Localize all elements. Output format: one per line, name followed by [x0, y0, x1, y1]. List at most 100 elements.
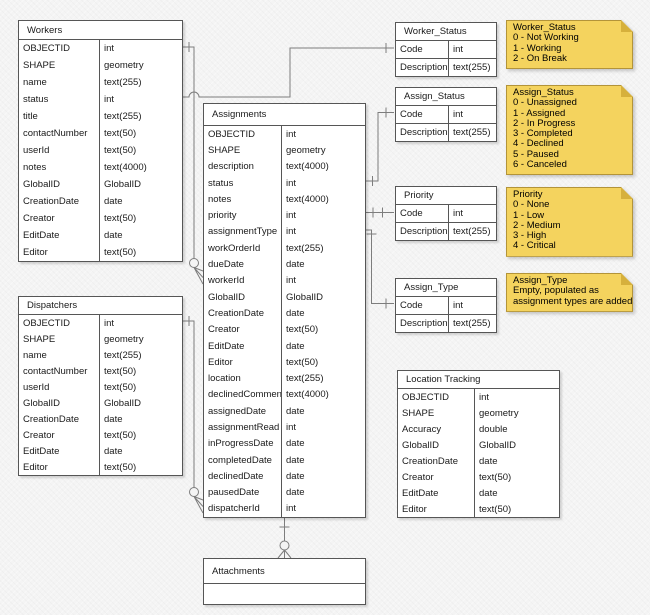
field-type: text(50) — [99, 363, 182, 379]
field-name: Code — [400, 300, 423, 311]
field-name: Code — [400, 109, 423, 120]
table-row: Creator text(50) — [19, 427, 182, 443]
note-fold-corner — [621, 187, 633, 199]
note-line: 2 - Medium — [513, 219, 561, 231]
table-rows: Code int Description text(255) — [396, 106, 496, 141]
field-type: int — [99, 40, 182, 57]
table-row: name text(255) — [19, 347, 182, 363]
table-row: Editor text(50) — [398, 501, 559, 517]
field-type: date — [99, 193, 182, 210]
note-line: 4 - Critical — [513, 240, 556, 252]
table-row: status int — [204, 174, 365, 192]
field-name: pausedDate — [208, 487, 260, 499]
note-line: 6 - Canceled — [513, 159, 567, 171]
table-row: workOrderId text(255) — [204, 240, 365, 257]
table-row: workerId int — [204, 272, 365, 289]
table-row: Code int — [396, 205, 496, 222]
field-name: contactNumber — [23, 128, 88, 139]
table-row: title text(255) — [19, 108, 182, 125]
note-title: Priority — [513, 189, 543, 200]
field-name: Editor — [402, 503, 427, 515]
field-type: date — [99, 227, 182, 244]
table-row: location text(255) — [204, 370, 365, 387]
table-row: GlobalID GlobalID — [19, 395, 182, 411]
note-line: assignment types are added — [513, 295, 633, 307]
field-name: name — [23, 349, 47, 361]
table-row: GlobalID GlobalID — [398, 437, 559, 453]
table-row: GlobalID GlobalID — [204, 288, 365, 306]
table-title: Assign_Type — [396, 279, 496, 297]
table-row: Creator text(50) — [19, 210, 182, 227]
table-row: Editor text(50) — [204, 354, 365, 371]
entity-assignments[interactable]: Assignments OBJECTID int SHAPE geometry … — [203, 103, 366, 519]
entity-attachments[interactable]: Attachments — [203, 558, 366, 605]
field-name: dispatcherId — [208, 503, 260, 515]
entity-worker-status[interactable]: Worker_Status Code int Description text(… — [395, 22, 497, 77]
field-name: OBJECTID — [402, 391, 449, 403]
note-line: 1 - Low — [513, 209, 545, 221]
table-row: OBJECTID int — [204, 126, 365, 143]
field-name: OBJECTID — [208, 128, 255, 140]
entity-workers[interactable]: Workers OBJECTID int SHAPE geometry name… — [18, 20, 183, 262]
edge-assignments-assigntype — [366, 229, 394, 309]
field-name: GlobalID — [208, 291, 245, 303]
field-type: text(50) — [281, 321, 365, 338]
field-type: int — [281, 419, 365, 436]
field-name: Code — [400, 44, 423, 55]
field-name: userId — [23, 145, 50, 156]
field-type: geometry — [99, 57, 182, 74]
table-row: completedDate date — [204, 451, 365, 469]
entity-location-tracking[interactable]: Location Tracking OBJECTID int SHAPE geo… — [397, 370, 560, 518]
note-line: 4 - Declined — [513, 138, 564, 150]
field-name: contactNumber — [23, 365, 88, 377]
table-row: OBJECTID int — [398, 389, 559, 405]
table-row: GlobalID GlobalID — [19, 176, 182, 193]
table-row: Editor text(50) — [19, 459, 182, 475]
table-row: Code int — [396, 106, 496, 123]
field-name: CreationDate — [402, 455, 458, 467]
table-row: Accuracy double — [398, 421, 559, 437]
field-name: GlobalID — [23, 179, 60, 190]
table-row: CreationDate date — [19, 411, 182, 427]
field-type: text(4000) — [281, 386, 365, 404]
table-row: status int — [19, 91, 182, 108]
field-type: date — [99, 411, 182, 427]
field-name: GlobalID — [402, 439, 439, 451]
field-name: Editor — [23, 247, 48, 258]
field-name: Description — [400, 62, 448, 73]
field-name: EditDate — [402, 487, 439, 499]
field-name: SHAPE — [23, 60, 56, 71]
field-name: declinedDate — [208, 470, 264, 482]
table-row: EditDate date — [19, 227, 182, 244]
field-name: Description — [400, 127, 448, 138]
field-name: Description — [400, 226, 448, 237]
table-title: Assignments — [204, 104, 365, 126]
entity-assign-type[interactable]: Assign_Type Code int Description text(25… — [395, 278, 497, 333]
entity-dispatchers[interactable]: Dispatchers OBJECTID int SHAPE geometry … — [18, 296, 183, 476]
field-name: EditDate — [23, 230, 60, 241]
field-type: int — [448, 106, 496, 123]
table-row: dispatcherId int — [204, 500, 365, 518]
field-name: notes — [23, 162, 47, 173]
table-row: userId text(50) — [19, 379, 182, 395]
table-row: SHAPE geometry — [19, 57, 182, 74]
entity-assign-status[interactable]: Assign_Status Code int Description text(… — [395, 87, 497, 142]
table-row: assignmentType int — [204, 223, 365, 241]
edge-assignments-priority — [366, 207, 394, 218]
field-name: Creator — [208, 324, 240, 336]
table-row: Description text(255) — [396, 123, 496, 141]
entity-priority[interactable]: Priority Code int Description text(255) — [395, 186, 497, 241]
field-type: int — [281, 126, 365, 143]
field-name: CreationDate — [208, 307, 264, 319]
empty-row — [204, 584, 365, 604]
field-type: GlobalID — [99, 395, 182, 411]
field-type: text(255) — [281, 370, 365, 387]
